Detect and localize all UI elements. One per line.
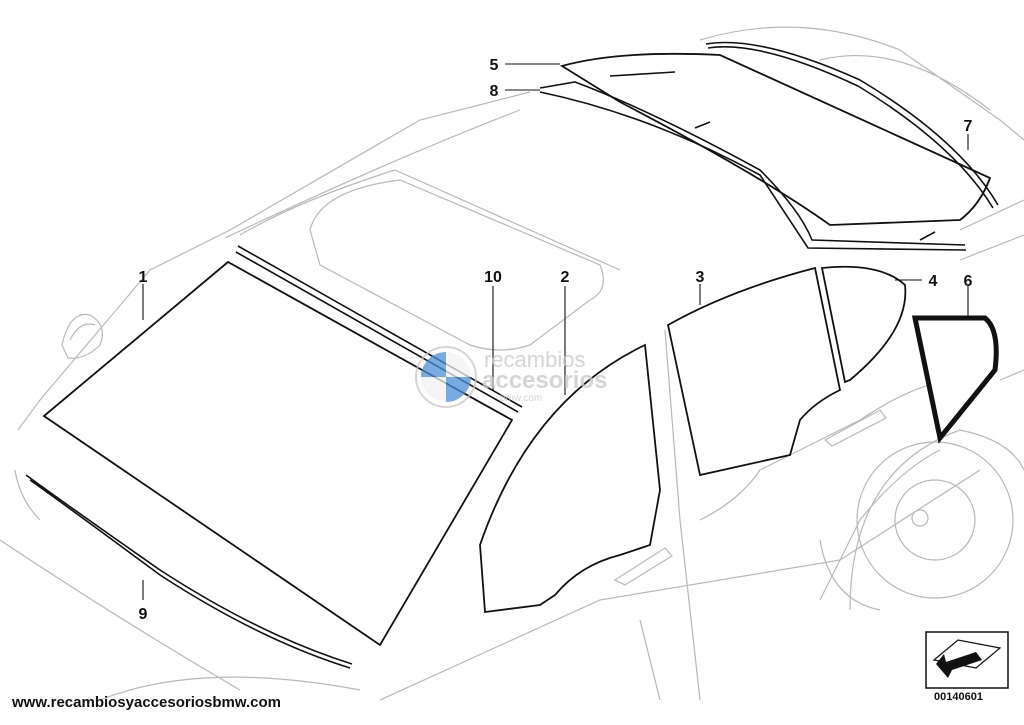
callout-4: 4 [929,273,938,290]
rear-window-upper-seal [705,41,999,209]
diagram-id: 00140601 [934,691,983,703]
callout-8: 8 [490,83,499,100]
watermark-line2: accesorios [482,367,607,394]
callout-3: 3 [696,269,705,286]
windscreen-glass [42,260,514,647]
rear-side-window-seal [911,315,999,444]
leader-lines [142,63,969,600]
watermark-line1: recambios [484,347,585,372]
callout-6: 6 [964,273,973,290]
rear-window-brake-light [609,71,676,77]
windscreen-top-seal [235,245,523,413]
callout-9: 9 [139,606,148,623]
bmw-roundel-icon [421,352,446,377]
front-door-glass [479,343,661,614]
rear-door-glass [666,266,842,477]
car-body-outline [0,26,1024,701]
rear-window-clip [694,121,936,241]
rear-window-glass [559,52,992,226]
rear-window-lower-seal [539,81,967,251]
windscreen-bottom-seal [25,474,353,669]
callout-10: 10 [484,269,502,286]
callout-5: 5 [490,57,499,74]
callout-7: 7 [964,118,973,135]
watermark: recambios accesorios bmw.com [415,346,607,408]
watermark-line3: bmw.com [500,393,542,404]
footer-url: www.recambiosyaccesoriosbmw.com [12,694,281,711]
rear-quarter-glass [820,265,907,384]
callout-2: 2 [561,269,570,286]
callout-1: 1 [139,269,148,286]
watermark-logo-ring-icon [415,346,477,408]
view-direction-icon [925,631,1009,689]
